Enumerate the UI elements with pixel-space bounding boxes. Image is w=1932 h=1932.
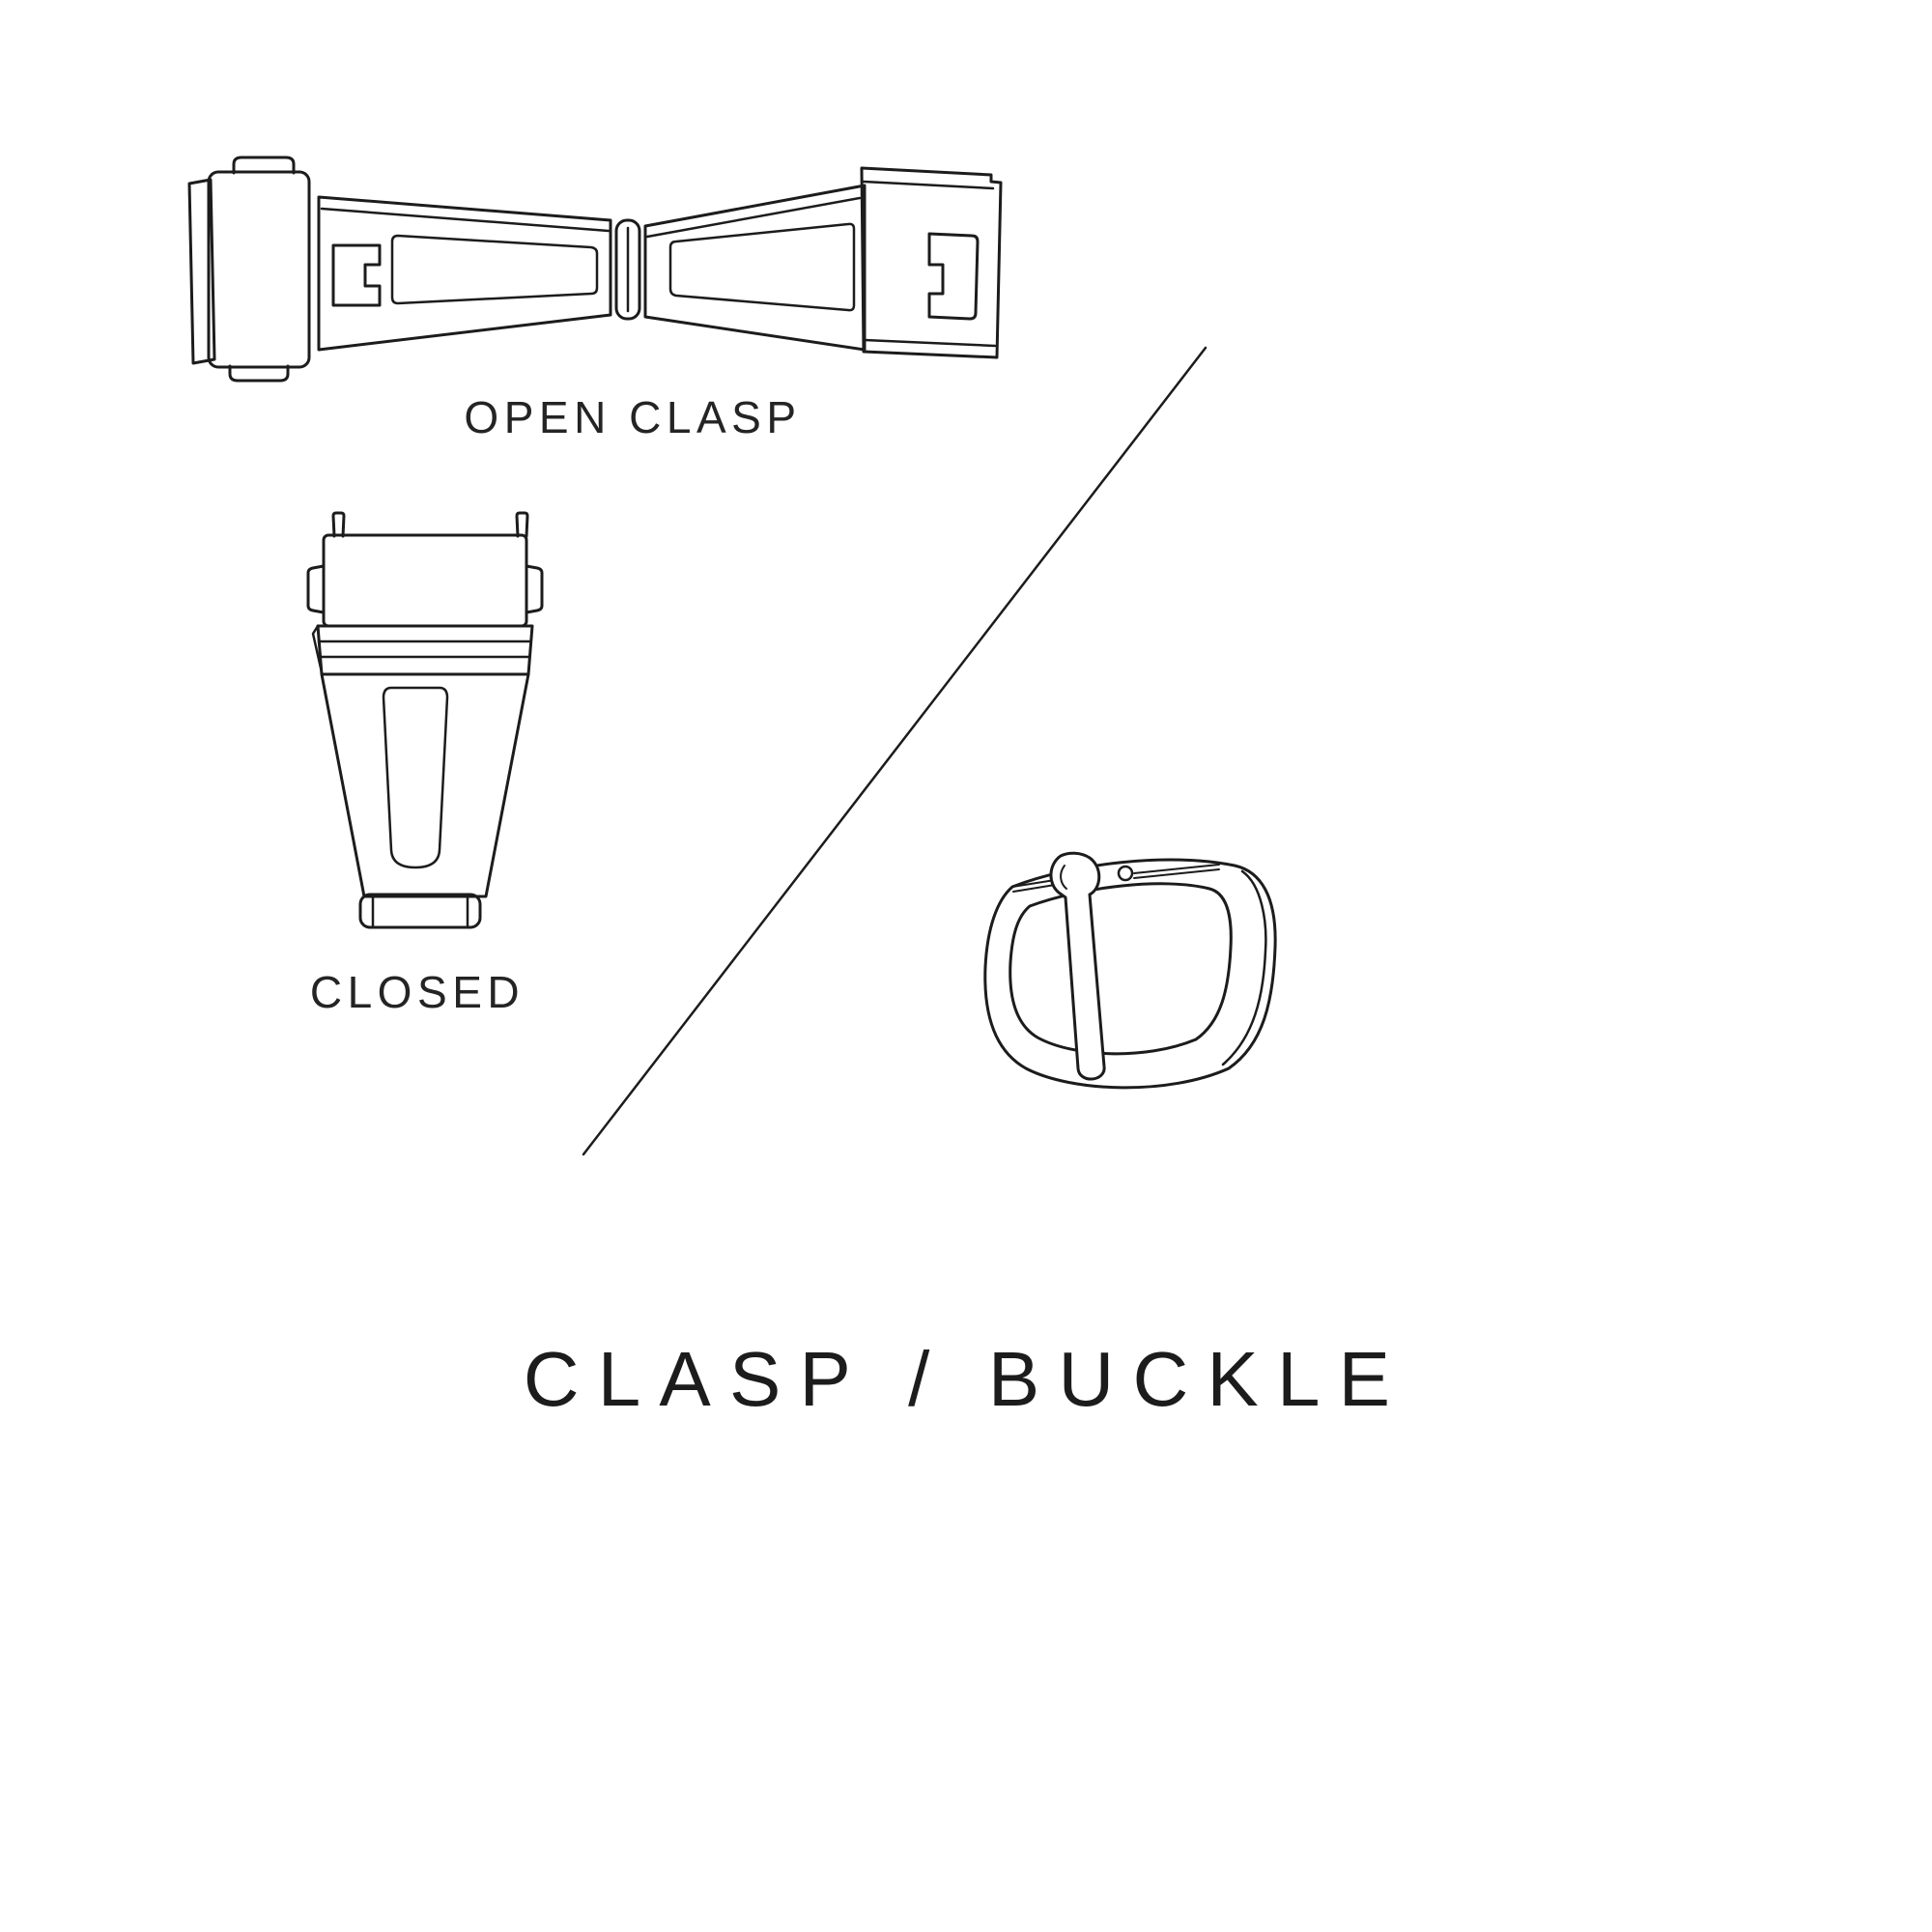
page-title: CLASP / BUCKLE — [523, 1336, 1409, 1422]
open-clasp-label: OPEN CLASP — [464, 392, 802, 442]
closed-clasp-illustration — [306, 511, 544, 929]
diagonal-divider — [582, 346, 1208, 1156]
buckle-illustration — [983, 851, 1277, 1090]
closed-label: CLOSED — [309, 967, 526, 1017]
open-clasp-illustration — [187, 156, 1003, 383]
